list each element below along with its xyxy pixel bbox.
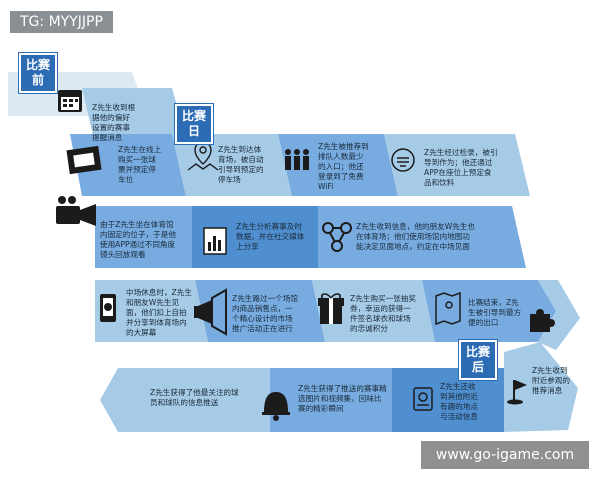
bar-chart-icon [203,227,227,255]
row4-band-seg2 [270,368,392,432]
video-camera-icon [56,196,96,226]
calendar-icon [58,90,82,112]
step-label-replay: 由于Z先生坐在体育馆 内固定的位子，于是他 使用APP通过不同角度 镜头回放观看 [100,220,176,259]
row3-band-seg1 [95,280,208,342]
step-label-checkin: Z先生经过检录，被引 导到作为；他还通过 APP在座位上预定食 品和饮料 [424,148,498,187]
row1-band-seg1 [82,88,188,144]
row4-band-arrow [100,368,136,432]
step-label-reminder: Z先生收到根 据他的偏好 设置的赛事 提醒消息 [92,103,136,142]
row1-band-seg5 [384,134,530,196]
exit-map-icon [435,291,461,326]
step-label-highlights: Z先生获得了推送的赛事精 选图片和视频集，回味比 赛的精彩瞬间 [298,384,387,413]
stage-after-badge: 比赛 后 [459,340,498,380]
bottom-watermark: www.go-igame.com [421,441,589,469]
step-label-exit: 比赛结束，Z先 生被引导到最方 便的出口 [468,298,522,327]
step-label-nearby: Z先生收到 附近参观的 推荐消息 [532,366,570,395]
row1-band-seg4 [278,134,398,196]
puzzle-icon [530,309,555,332]
row1-band-seg3 [172,134,292,196]
stage-day-badge: 比赛 日 [175,104,214,144]
row4-band-seg3 [392,368,504,432]
row3-band-seg2 [195,280,325,342]
top-watermark: TG: MYYJJPP [10,11,113,33]
row3-band-turn [538,280,580,350]
megaphone-icon [194,288,227,336]
row1-band-seg2 [70,134,186,196]
step-label-halftime: 中场休息时，Z先生 和朋友W先生见 面，他们扣上自拍 并分享到体育场内 的大屏幕 [126,288,192,337]
step-label-meetup: Z先生收到信息，他的朋友W先生也 在体育场；他们使用场馆内地图功 能决定见面地点… [356,222,476,251]
row3-band-seg4 [422,280,556,342]
step-label-entrance: Z先生被推荐到 排队人数最少 的入口；他还 登录到了免费 WiFi [318,142,369,191]
security-check-icon [391,148,415,172]
sports-document-icon [413,387,433,411]
bell-icon [262,392,290,421]
stage-before-badge: 比赛 前 [19,53,58,93]
step-label-raffle: Z先生购买一张抽奖 券，幸运的获得一 件签名球衣和球场 的忠诚积分 [350,294,416,333]
row2-band-seg1 [95,206,192,268]
step-label-ticket: Z先生在线上 购买一张球 票并预定停 车位 [118,145,162,184]
row2-band-seg3 [318,206,526,268]
step-label-merch: Z先生路过一个场馆 内商品销售点，一 个精心设计的市场 推广活动正在进行 [232,294,298,333]
step-label-player-news: Z先生获得了他最关注的球 员和球队的信息推送 [150,388,239,407]
row4-band-seg4 [504,342,578,432]
network-icon [322,222,352,252]
flag-icon [507,380,527,405]
mobile-settings-icon [100,294,116,322]
gift-icon [318,293,344,324]
step-label-parking: Z先生到达体 育场，被自动 引导到预定的 停车场 [218,145,264,184]
step-label-events: Z先生还收 到其他附近 有趣的地点 与活动信息 [440,382,478,421]
step-label-analysis: Z先生分析赛事及时 数据，并在社交媒体 上分享 [236,222,305,251]
row3-band-seg3 [312,280,435,342]
ticket-icon [66,145,102,175]
people-icon [285,149,309,170]
row4-band-seg1 [136,368,270,432]
